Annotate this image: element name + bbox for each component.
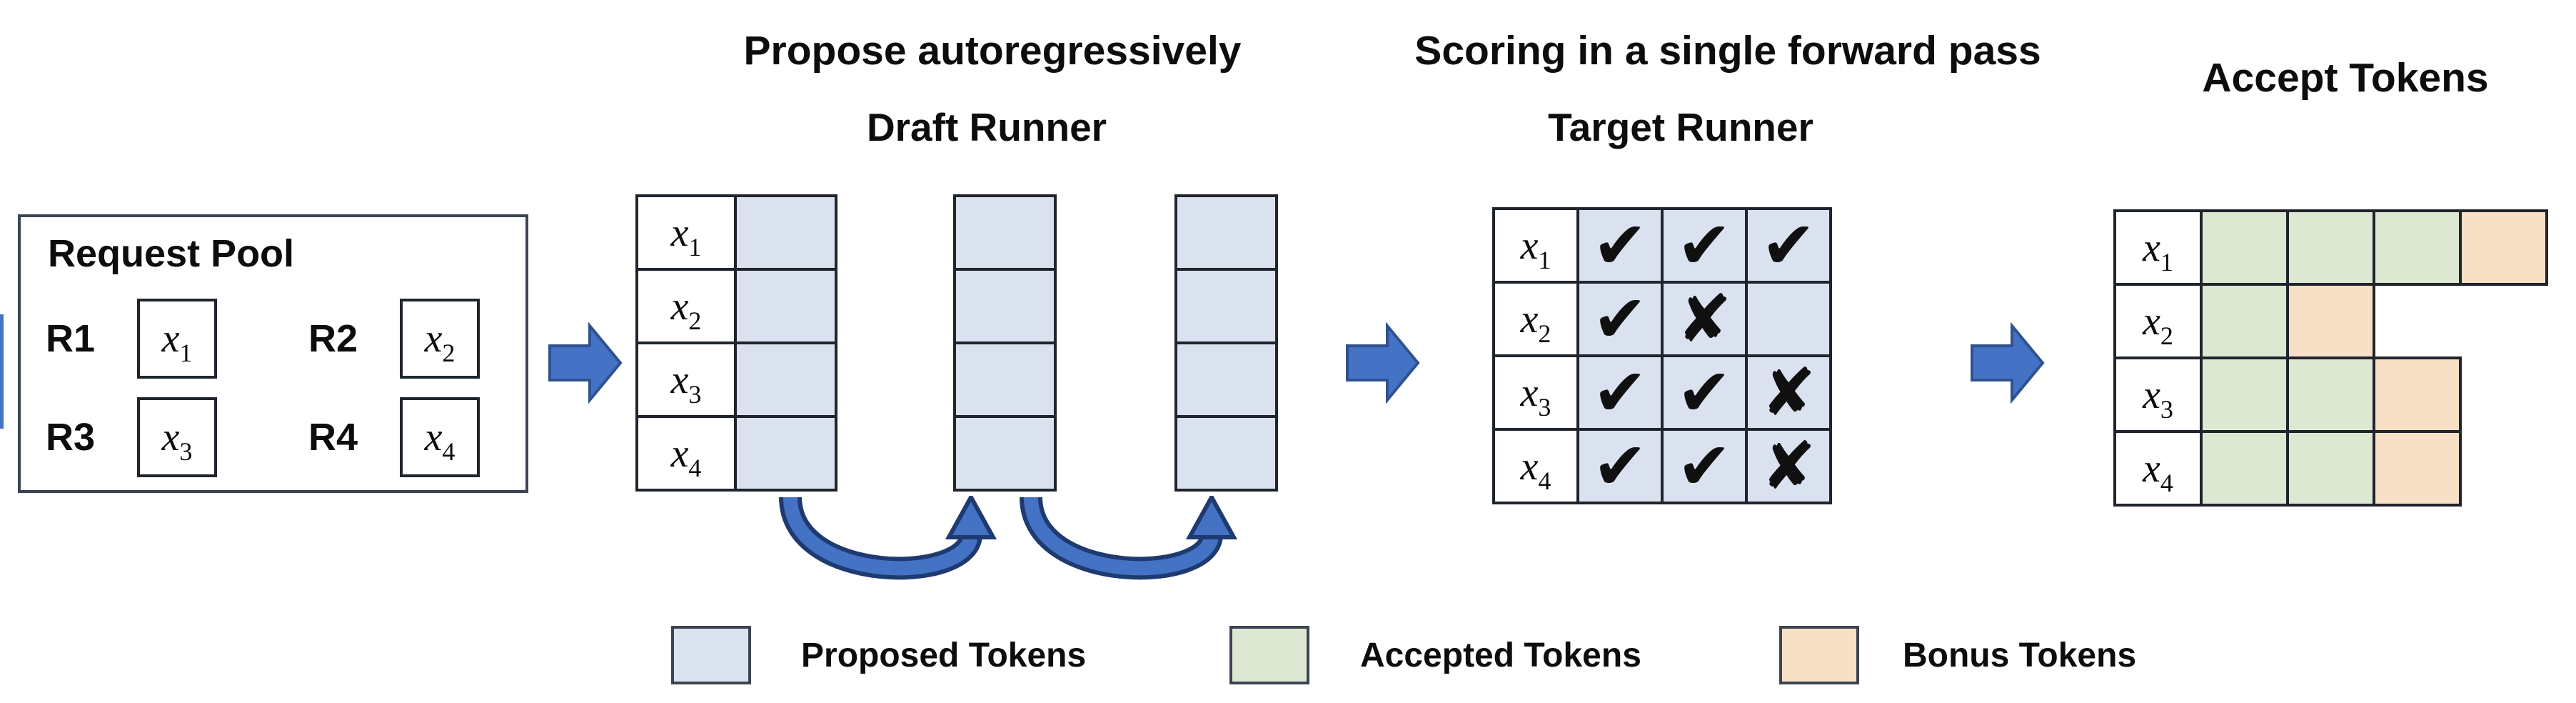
score-cell: ✔ <box>1576 428 1664 504</box>
request-id: R2 <box>308 317 358 360</box>
accepted-tokens-swatch <box>1229 626 1309 684</box>
accept-tokens-title: Accept Tokens <box>2202 55 2489 101</box>
flow-arrow-icon <box>1346 321 1420 404</box>
row-label-cell: x2 <box>635 268 737 344</box>
row-label-cell: x3 <box>635 341 737 418</box>
score-cell: ✔ <box>1576 281 1664 357</box>
accept-row: x1 <box>2113 209 2548 286</box>
scoring-title: Scoring in a single forward pass <box>1414 28 2041 74</box>
bonus-token-cell <box>2373 430 2462 507</box>
score-cell: ✘ <box>1661 281 1748 357</box>
row-label-cell: x2 <box>2113 283 2203 359</box>
score-cell: ✔ <box>1745 207 1832 284</box>
loop-arrow-icon <box>1020 496 1238 580</box>
proposed-token-cell <box>953 341 1057 418</box>
proposed-token-cell <box>734 268 837 344</box>
proposed-token-cell <box>1174 341 1278 418</box>
target-table: x1 ✔ ✔ ✔ x2 ✔ ✘ x3 ✔ ✔ ✘ x4 ✔ ✔ ✘ <box>1492 207 1832 504</box>
accepted-token-cell <box>2286 209 2375 286</box>
row-label-cell: x1 <box>635 194 737 271</box>
accepted-token-cell <box>2373 209 2462 286</box>
flow-arrow-icon <box>1971 321 2045 404</box>
token-box: x4 <box>400 397 480 477</box>
proposed-token-cell <box>1174 268 1278 344</box>
token-box: x1 <box>137 299 217 379</box>
accepted-token-cell <box>2200 209 2289 286</box>
target-runner-title: Target Runner <box>1548 105 1813 149</box>
draft-row: x1 <box>635 194 837 271</box>
target-row: x1 ✔ ✔ ✔ <box>1492 207 1832 284</box>
token-label: x3 <box>161 415 193 466</box>
proposed-token-cell <box>953 194 1057 271</box>
proposed-tokens-swatch <box>671 626 751 684</box>
accept-row: x2 <box>2113 283 2548 359</box>
request-id: R1 <box>46 317 96 360</box>
request-pool-title: Request Pool <box>48 232 295 275</box>
accepted-token-cell <box>2200 430 2289 507</box>
score-cell: ✔ <box>1661 207 1748 284</box>
flow-arrow-icon <box>548 321 623 404</box>
score-cell <box>1745 281 1832 357</box>
accepted-token-cell <box>2286 430 2375 507</box>
row-label-cell: x4 <box>635 415 737 492</box>
accept-row: x3 <box>2113 357 2548 433</box>
bonus-token-cell <box>2373 357 2462 433</box>
draft-row: x3 <box>635 341 837 418</box>
proposed-token-cell <box>953 415 1057 492</box>
row-label-cell: x3 <box>2113 357 2203 433</box>
proposed-token-cell <box>734 194 837 271</box>
propose-title: Propose autoregressively <box>743 28 1242 74</box>
request-pool-box: Request Pool R1 x1 R2 x2 R3 x3 R4 x4 <box>18 214 528 493</box>
draft-step-column-2 <box>953 194 1057 492</box>
bonus-token-cell <box>2286 283 2375 359</box>
token-box: x3 <box>137 397 217 477</box>
score-cell: ✔ <box>1576 207 1664 284</box>
proposed-tokens-label: Proposed Tokens <box>801 636 1087 674</box>
proposed-token-cell <box>734 415 837 492</box>
row-label-cell: x4 <box>1492 428 1579 504</box>
draft-row: x4 <box>635 415 837 492</box>
accept-row: x4 <box>2113 430 2548 507</box>
request-pool-row-2: R3 x3 R4 x4 <box>46 397 571 477</box>
accepted-tokens-label: Accepted Tokens <box>1360 636 1641 674</box>
token-box: x2 <box>400 299 480 379</box>
loop-arrow-icon <box>779 496 997 580</box>
accept-table: x1 x2 x3 x4 <box>2113 209 2548 507</box>
row-label-cell: x4 <box>2113 430 2203 507</box>
row-label-cell: x1 <box>1492 207 1579 284</box>
accepted-token-cell <box>2286 357 2375 433</box>
proposed-token-cell <box>953 268 1057 344</box>
score-cell: ✔ <box>1576 354 1664 431</box>
row-label-cell: x1 <box>2113 209 2203 286</box>
score-cell: ✔ <box>1661 354 1748 431</box>
target-row: x4 ✔ ✔ ✘ <box>1492 428 1832 504</box>
request-id: R3 <box>46 416 96 459</box>
bonus-tokens-label: Bonus Tokens <box>1903 636 2137 674</box>
score-cell: ✔ <box>1661 428 1748 504</box>
draft-table: x1 x2 x3 x4 <box>635 194 837 492</box>
score-cell: ✘ <box>1745 428 1832 504</box>
draft-runner-title: Draft Runner <box>866 105 1107 149</box>
row-label-cell: x2 <box>1492 281 1579 357</box>
token-label: x2 <box>424 316 456 367</box>
bonus-token-cell <box>2459 209 2548 286</box>
proposed-token-cell <box>734 341 837 418</box>
score-cell: ✘ <box>1745 354 1832 431</box>
target-row: x2 ✔ ✘ <box>1492 281 1832 357</box>
row-label-cell: x3 <box>1492 354 1579 431</box>
accepted-token-cell <box>2200 283 2289 359</box>
proposed-token-cell <box>1174 415 1278 492</box>
request-pool-row-1: R1 x1 R2 x2 <box>46 299 571 379</box>
proposed-token-cell <box>1174 194 1278 271</box>
token-label: x1 <box>161 316 193 367</box>
edge-artifact <box>0 314 4 429</box>
target-row: x3 ✔ ✔ ✘ <box>1492 354 1832 431</box>
token-label: x4 <box>424 415 456 466</box>
draft-row: x2 <box>635 268 837 344</box>
accepted-token-cell <box>2200 357 2289 433</box>
bonus-tokens-swatch <box>1779 626 1859 684</box>
request-id: R4 <box>308 416 358 459</box>
draft-step-column-3 <box>1174 194 1278 492</box>
